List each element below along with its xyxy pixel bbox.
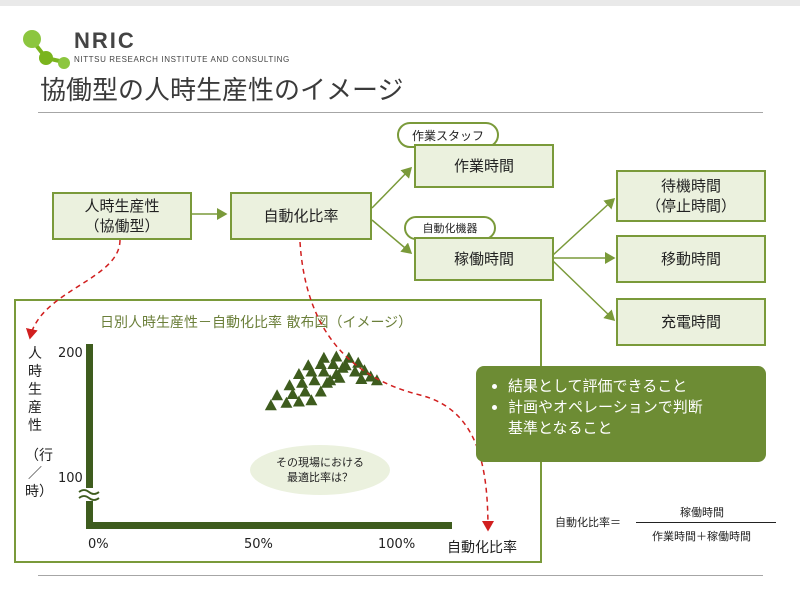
x-tick-0: 0% [88,537,109,552]
scatter-point [317,351,330,363]
standby-time-sublabel: （停止時間） [645,197,736,215]
arrow-to-standby-time [552,197,616,256]
dashed-arrow-to-x-axis [299,241,494,532]
formula-lhs: 自動化比率＝ [555,516,621,529]
formula-denominator: 作業時間＋稼働時間 [652,530,751,543]
productivity-box: 人時生産性 （協働型） [52,192,192,240]
formula-numerator: 稼働時間 [680,506,724,519]
y-axis-label-char: 性 [28,418,42,434]
scatter-point [283,379,296,391]
y-tick-200: 200 [58,346,83,361]
bottom-rule [38,575,763,576]
arrow-to-operating-time [371,219,413,254]
scatter-point [339,359,352,371]
bubble-line2: 最適比率は？ [287,471,353,484]
scatter-point [299,385,312,397]
title-rule [38,112,763,113]
scatter-point [308,374,321,386]
arrow-to-charging-time [552,260,616,322]
x-tick-50: 50% [244,537,273,552]
page-title: 協働型の人時生産性のイメージ [40,76,404,106]
operating-time-box: 稼働時間 [414,237,554,281]
work-time-box: 作業時間 [414,144,554,188]
scatter-point [271,389,284,401]
scatter-point [324,374,337,386]
y-axis-label-char: ／ [28,466,42,482]
axis-break-gap [80,488,100,501]
axis-break-icon-2 [78,495,100,501]
bubble-line1: その現場における [276,456,364,469]
scatter-point [370,374,383,386]
scatter-panel [14,299,542,563]
x-axis-label: 自動化比率 [447,540,517,556]
logo-subtitle: NITTSU RESEARCH INSTITUTE AND CONSULTING [74,55,290,64]
scatter-point [327,358,340,369]
x-axis-line [86,522,452,529]
top-strip [0,0,800,6]
y-axis-line [86,344,93,529]
y-axis-label-char: 生 [28,382,42,398]
scatter-point [342,351,355,363]
y-axis-label-char: 産 [28,400,42,416]
moving-time-label: 移動時間 [660,250,721,268]
scatter-point [330,350,343,362]
productivity-label: 人時生産性 [84,197,160,215]
productivity-sublabel: （協働型） [84,217,160,235]
optimal-rate-bubble: その現場における 最適比率は？ [250,445,390,495]
scatter-point [302,359,315,371]
scatter-point [305,394,318,406]
y-axis-label-char: 時 [28,364,42,380]
nric-logo-icon [23,30,70,69]
scatter-point [314,358,327,369]
scatter-point [317,365,330,377]
scatter-point [264,399,277,411]
scatter-point [355,373,368,384]
work-time-label: 作業時間 [453,157,514,175]
scatter-point [292,368,305,379]
automation-rate-box: 自動化比率 [230,192,372,240]
charging-time-box: 充電時間 [616,298,766,346]
scatter-point [280,396,293,408]
scatter-title: 日別人時生産性－自動化比率 散布図（イメージ） [100,315,413,331]
moving-time-box: 移動時間 [616,235,766,283]
scatter-point [292,395,305,407]
fraction-bar [636,522,776,523]
arrow-to-work-time [371,166,413,209]
automation-rate-label: 自動化比率 [263,207,339,225]
x-tick-100: 100% [378,537,416,552]
scatter-point [305,365,318,377]
scatter-point [296,376,309,388]
scatter-point [286,388,299,399]
evaluation-item: 結果として評価できること [508,376,752,397]
y-axis-label-char: 人 [28,346,42,362]
standby-time-box: 待機時間 （停止時間） [616,170,766,222]
logo-name: NRIC [74,28,136,53]
operating-time-label: 稼働時間 [453,250,514,268]
scatter-point [314,385,327,397]
standby-time-label: 待機時間 [660,177,721,195]
scatter-point [333,371,346,383]
y-axis-label: 人時生産性（行／時） [24,345,53,501]
y-tick-100: 100 [58,471,83,486]
axis-break-icon [78,489,100,495]
dashed-arrow-to-y-axis [25,239,121,340]
charging-time-label: 充電時間 [660,313,721,331]
scatter-point [349,365,362,377]
